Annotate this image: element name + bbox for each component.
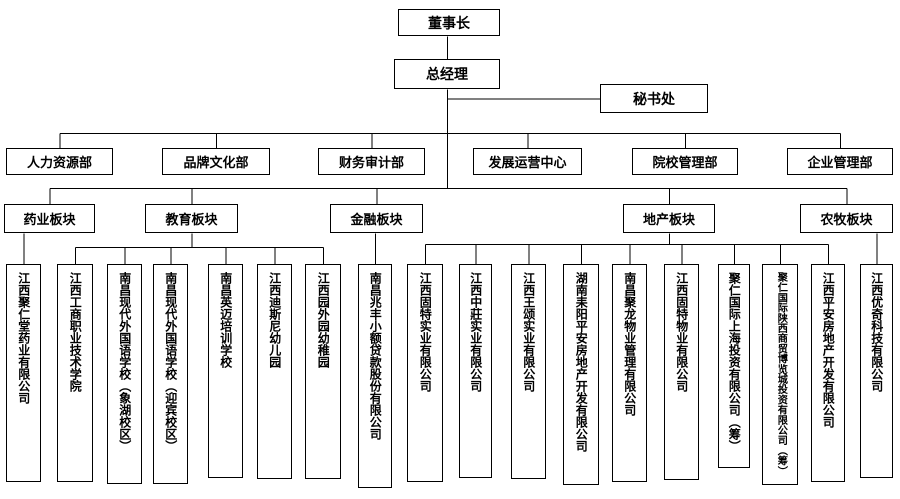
subsidiary-box: 江西聚仁堂药业有限公司 bbox=[6, 264, 41, 482]
subsidiary-box: 湖南耒阳平安房地产开发有限公司 bbox=[563, 264, 599, 485]
department-box: 人力资源部 bbox=[6, 148, 113, 175]
subsidiary-box: 聚仁国际上海投资有限公司（筹） bbox=[718, 264, 750, 468]
subsidiary-name: 江西优奇科技有限公司 bbox=[869, 272, 884, 392]
subsidiary-box: 江西王颂实业有限公司 bbox=[511, 264, 546, 479]
subsidiary-box: 江西中莊实业有限公司 bbox=[459, 264, 492, 478]
subsidiary-name: 南昌现代外国语学校（迎宾校区） bbox=[163, 272, 178, 452]
subsidiary-box: 南昌聚龙物业管理有限公司 bbox=[612, 264, 647, 482]
subsidiary-name: 江西中莊实业有限公司 bbox=[468, 272, 483, 392]
department-box: 企业管理部 bbox=[787, 148, 893, 175]
subsidiary-name: 湖南耒阳平安房地产开发有限公司 bbox=[574, 272, 589, 452]
segment-box: 金融板块 bbox=[330, 204, 423, 233]
subsidiary-name: 江西聚仁堂药业有限公司 bbox=[16, 272, 31, 404]
subsidiary-box: 江西固特物业有限公司 bbox=[664, 264, 699, 480]
subsidiary-box: 南昌兆丰小额贷款股份有限公司 bbox=[358, 264, 392, 488]
chairman-box: 董事长 bbox=[398, 9, 500, 36]
subsidiary-box: 南昌现代外国语学校（迎宾校区） bbox=[153, 264, 188, 484]
subsidiary-name: 南昌聚龙物业管理有限公司 bbox=[622, 272, 637, 416]
subsidiary-box: 江西固特实业有限公司 bbox=[407, 264, 443, 482]
subsidiary-name: 江西工商职业技术学院 bbox=[68, 272, 83, 392]
segment-box: 地产板块 bbox=[623, 204, 715, 233]
subsidiary-name: 江西平安房地产开发有限公司 bbox=[821, 272, 836, 428]
subsidiary-box: 聚仁国际陕西商贸博览城投资有限公司（筹） bbox=[762, 264, 798, 485]
subsidiary-name: 江西园外园幼稚园 bbox=[316, 272, 331, 368]
subsidiary-name: 聚仁国际陕西商贸博览城投资有限公司（筹） bbox=[775, 272, 787, 476]
subsidiary-box: 江西平安房地产开发有限公司 bbox=[811, 264, 845, 482]
secretariat-box: 秘书处 bbox=[600, 84, 708, 113]
segment-box: 教育板块 bbox=[145, 204, 238, 233]
subsidiary-name: 江西固特物业有限公司 bbox=[674, 272, 689, 392]
subsidiary-name: 南昌兆丰小额贷款股份有限公司 bbox=[368, 272, 383, 440]
segment-box: 农牧板块 bbox=[800, 204, 893, 233]
general-manager-box: 总经理 bbox=[394, 59, 500, 89]
department-box: 院校管理部 bbox=[632, 148, 738, 175]
subsidiary-box: 南昌现代外国语学校（象湖校区） bbox=[107, 264, 142, 484]
department-box: 发展运营中心 bbox=[473, 148, 582, 175]
subsidiary-name: 江西迪斯尼幼儿园 bbox=[267, 272, 282, 368]
subsidiary-box: 江西优奇科技有限公司 bbox=[860, 264, 893, 478]
subsidiary-name: 南昌英迈培训学校 bbox=[218, 272, 233, 368]
subsidiary-name: 江西王颂实业有限公司 bbox=[521, 272, 536, 392]
department-box: 品牌文化部 bbox=[162, 148, 270, 175]
subsidiary-name: 聚仁国际上海投资有限公司（筹） bbox=[727, 272, 742, 452]
department-box: 财务审计部 bbox=[318, 148, 425, 175]
subsidiary-box: 江西园外园幼稚园 bbox=[305, 264, 341, 479]
subsidiary-name: 南昌现代外国语学校（象湖校区） bbox=[117, 272, 132, 452]
subsidiary-box: 南昌英迈培训学校 bbox=[208, 264, 243, 478]
segment-box: 药业板块 bbox=[4, 204, 95, 233]
subsidiary-name: 江西固特实业有限公司 bbox=[418, 272, 433, 392]
subsidiary-box: 江西迪斯尼幼儿园 bbox=[257, 264, 292, 479]
subsidiary-box: 江西工商职业技术学院 bbox=[57, 264, 93, 482]
